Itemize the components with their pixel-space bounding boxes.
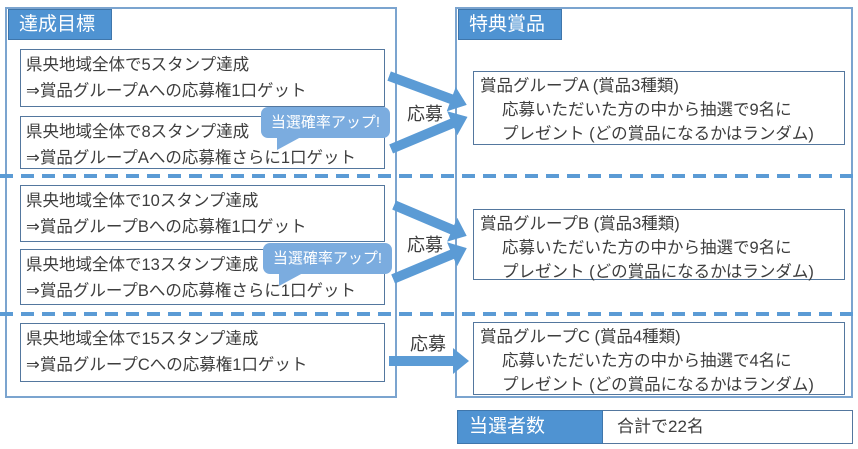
prize-line: プレゼント (どの賞品になるかはランダム) [502,125,814,143]
prize-line: 賞品グループC (賞品4種類) [480,328,681,346]
prize-line: プレゼント (どの賞品になるかはランダム) [502,263,814,281]
goal-line: 県央地域全体で8スタンプ達成 [26,123,250,141]
apply-label-1: 応募 [407,104,443,124]
goal-box-5-stamps: 県央地域全体で5スタンプ達成 ⇒賞品グループAへの応募権1口ゲット [20,49,385,107]
apply-label-2: 応募 [407,235,443,255]
apply-label-3: 応募 [410,334,446,354]
winners-count-value: 合計で22名 [603,410,853,444]
goal-line: ⇒賞品グループBへの応募権さらに1口ゲット [26,282,357,300]
winners-count-label: 当選者数 [457,410,603,444]
goal-line: 県央地域全体で5スタンプ達成 [26,56,250,74]
section-divider-1 [0,174,858,178]
goal-line: 県央地域全体で13スタンプ達成 [26,256,259,274]
goal-box-8-stamps: 県央地域全体で8スタンプ達成 ⇒賞品グループAへの応募権さらに1口ゲット [20,116,385,169]
goal-line: ⇒賞品グループAへの応募権1口ゲット [26,82,307,100]
goal-box-15-stamps: 県央地域全体で15スタンプ達成 ⇒賞品グループCへの応募権1口ゲット [20,323,385,382]
prizes-header: 特典賞品 [458,9,562,40]
prize-line: 応募いただいた方の中から抽選で9名に [502,239,792,257]
prize-line: 応募いただいた方の中から抽選で9名に [502,101,792,119]
prize-line: 応募いただいた方の中から抽選で4名に [502,352,792,370]
prize-box-group-b: 賞品グループB (賞品3種類) 応募いただいた方の中から抽選で9名に プレゼント… [473,209,845,281]
goal-box-10-stamps: 県央地域全体で10スタンプ達成 ⇒賞品グループBへの応募権1口ゲット [20,185,385,242]
prize-box-group-a: 賞品グループA (賞品3種類) 応募いただいた方の中から抽選で9名に プレゼント… [473,71,845,145]
boost-bubble-text: 当選確率アップ! [270,114,381,131]
goal-line: ⇒賞品グループCへの応募権1口ゲット [26,356,308,374]
boost-bubble-1: 当選確率アップ! [261,107,390,150]
prize-line: 賞品グループA (賞品3種類) [480,77,679,95]
goal-line: 県央地域全体で15スタンプ達成 [26,330,259,348]
goals-header: 達成目標 [8,9,112,40]
boost-bubble-2: 当選確率アップ! [263,243,392,286]
prizes-container [455,7,853,398]
goal-line: ⇒賞品グループBへの応募権1口ゲット [26,218,307,236]
boost-bubble-text: 当選確率アップ! [272,250,383,267]
goal-line: ⇒賞品グループAへの応募権さらに1口ゲット [26,149,357,167]
prize-line: 賞品グループB (賞品3種類) [480,215,680,233]
prize-line: プレゼント (どの賞品になるかはランダム) [502,376,814,394]
goal-line: 県央地域全体で10スタンプ達成 [26,192,259,210]
section-divider-2 [0,312,858,316]
prize-box-group-c: 賞品グループC (賞品4種類) 応募いただいた方の中から抽選で4名に プレゼント… [473,322,845,395]
